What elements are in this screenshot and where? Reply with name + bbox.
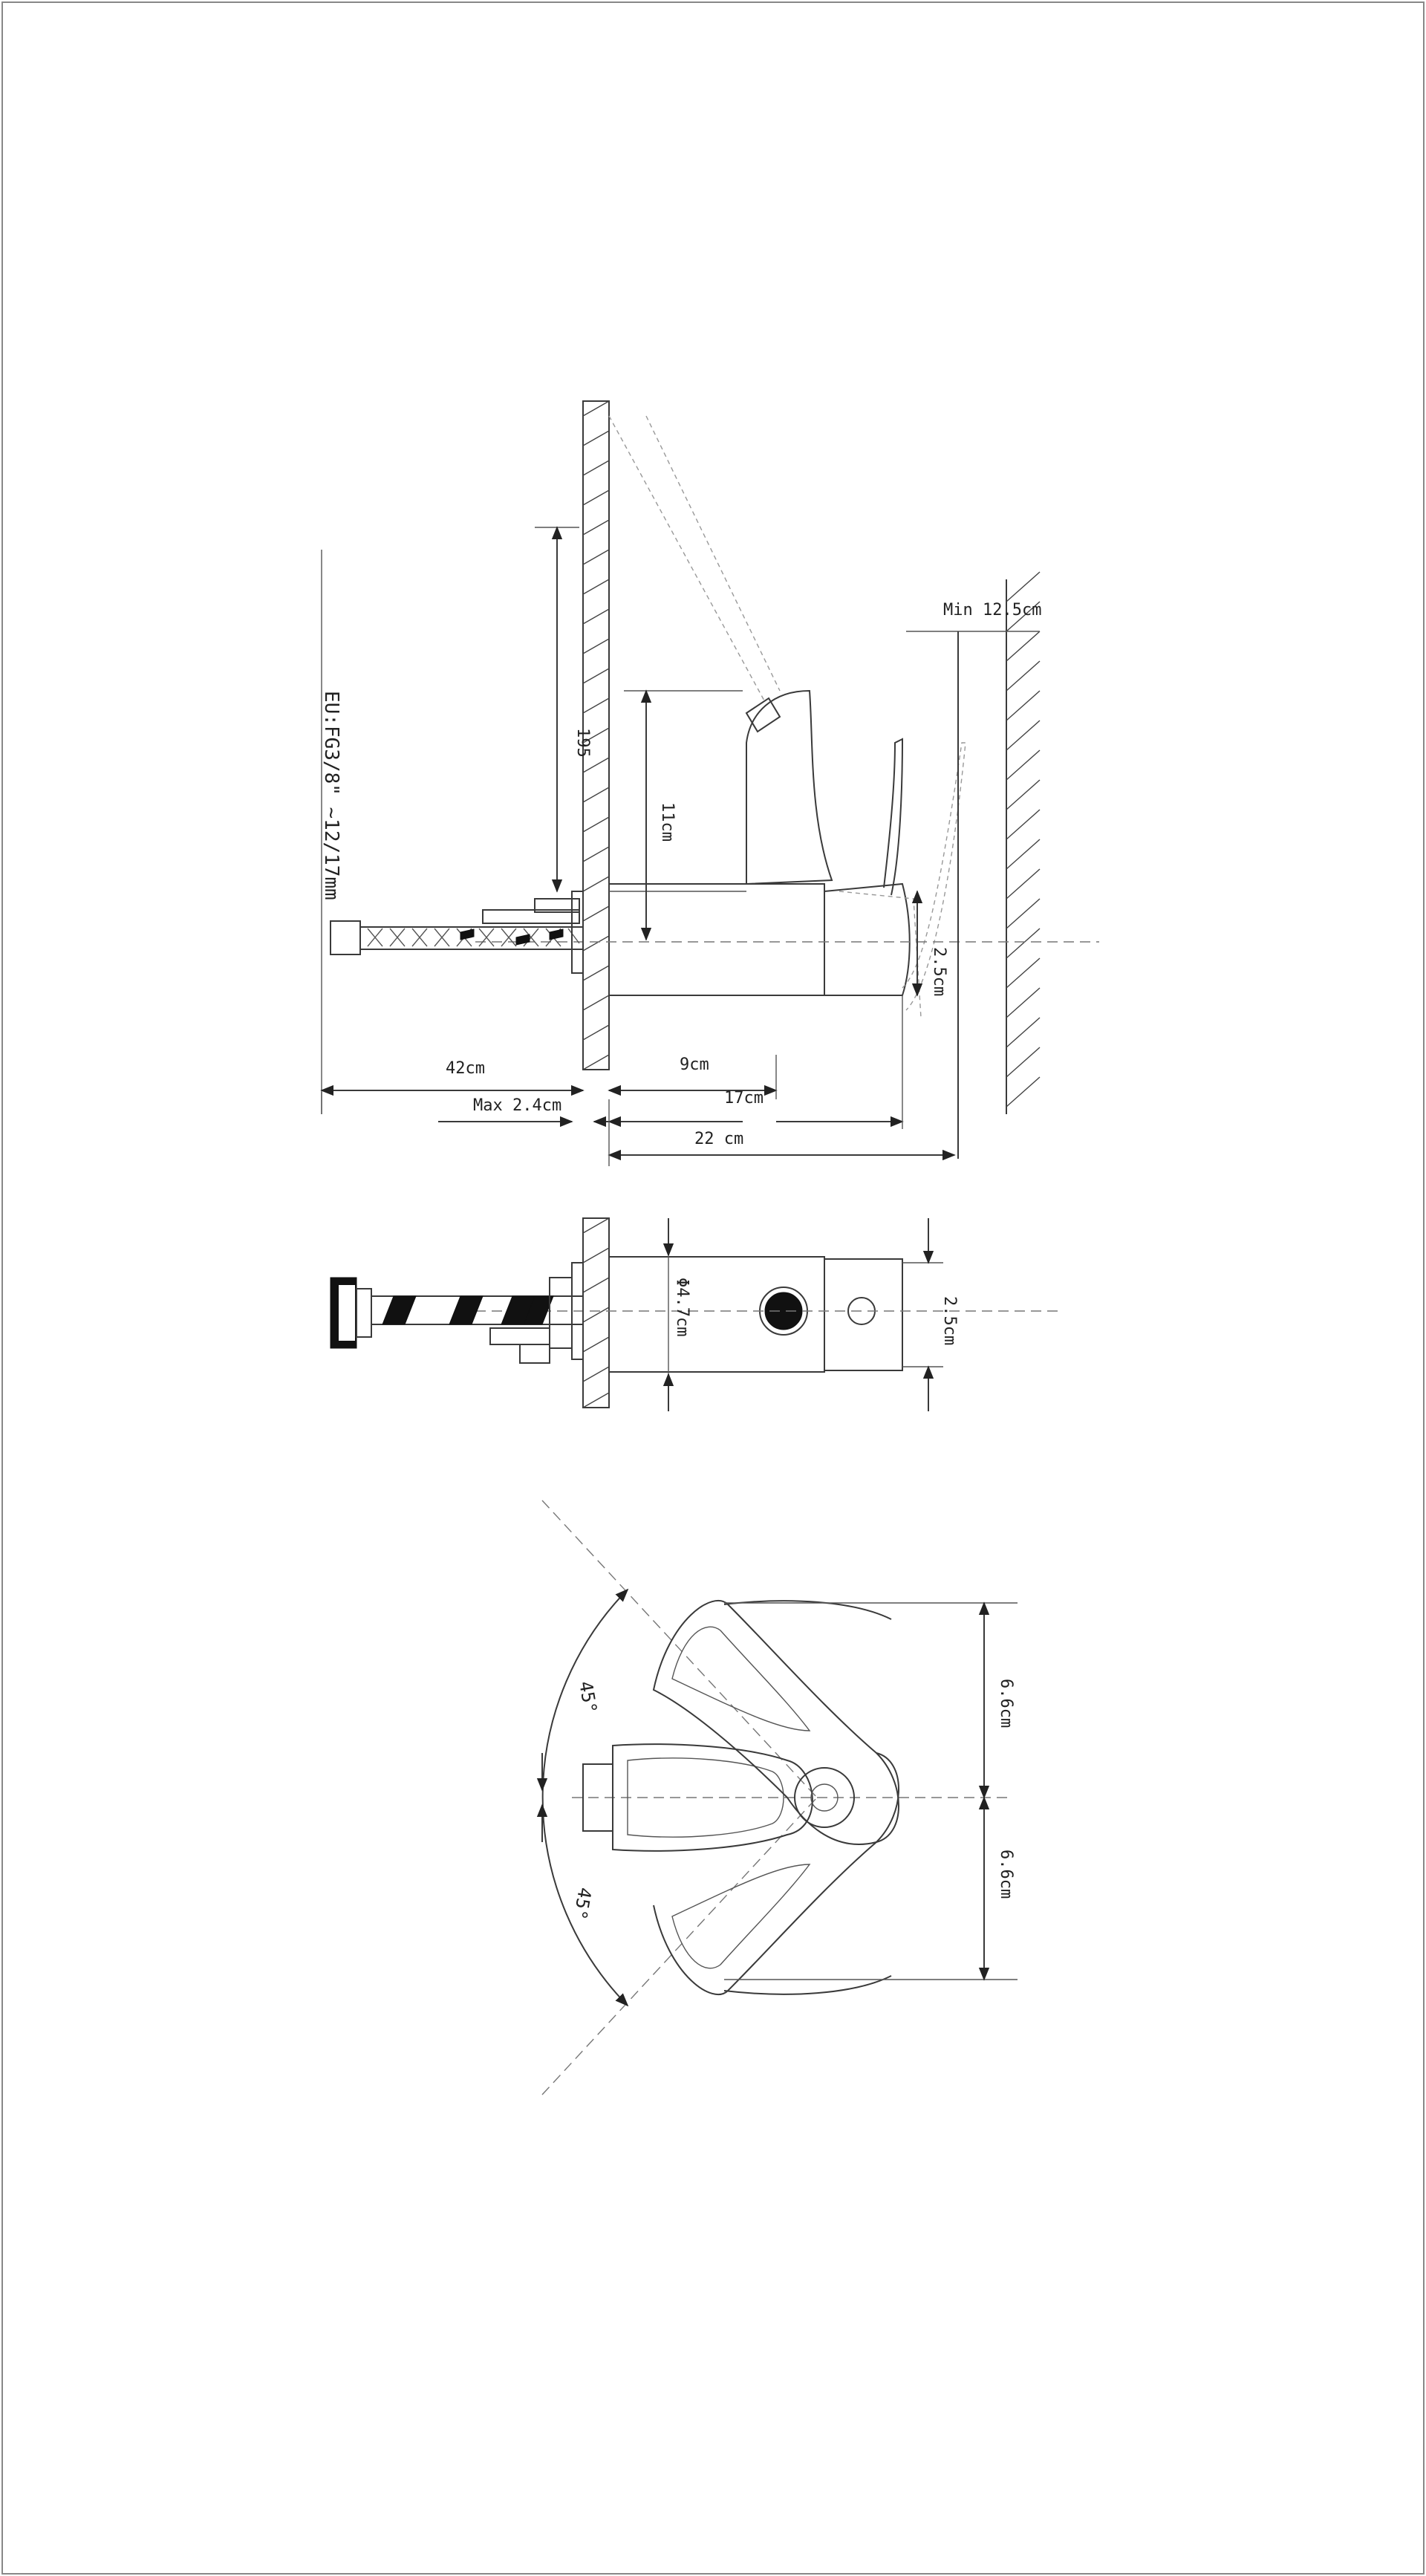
lever-swing-ghost bbox=[608, 415, 966, 1018]
side-view: EU:FG3/8" ~12/17mm 195 11cm 2.5cm Min 12… bbox=[320, 400, 1099, 1166]
dim-horizontals: 42cm Max 2.4cm 9cm 17cm 22 cm bbox=[320, 995, 956, 1166]
dim-spout-reach-text: 9cm bbox=[680, 1056, 709, 1074]
dim-total-depth-text: 22 cm bbox=[694, 1130, 743, 1148]
dim-lower-width-text: 6.6cm bbox=[997, 1850, 1015, 1899]
dim-top-widths: 6.6cm 6.6cm bbox=[724, 1601, 1018, 1981]
dim-diameter-text: Φ4.7cm bbox=[673, 1278, 691, 1336]
braided-hose-side bbox=[330, 891, 584, 974]
rear-wall bbox=[1006, 571, 1041, 1114]
dim-diameter: Φ4.7cm bbox=[662, 1218, 691, 1411]
front-view: Φ4.7cm 2.5cm bbox=[330, 1217, 1062, 1411]
dim-base-offset: 2.5cm bbox=[911, 890, 948, 997]
dim-handle-reach-text: 17cm bbox=[724, 1089, 764, 1108]
dim-height: 11cm bbox=[624, 689, 743, 941]
countertop-section bbox=[582, 400, 610, 1070]
faucet-top-outline bbox=[582, 1600, 899, 1995]
dim-front-offset: 2.5cm bbox=[902, 1218, 959, 1411]
faucet-body-side bbox=[608, 689, 911, 996]
dim-wall-clearance: Min 12.5cm bbox=[906, 601, 1041, 1159]
angle-upper-text: 45° bbox=[575, 1679, 601, 1715]
dim-front-offset-text: 2.5cm bbox=[940, 1296, 959, 1345]
dim-wall-clearance-text: Min 12.5cm bbox=[943, 601, 1041, 619]
dim-hose-length-text: 42cm bbox=[446, 1059, 485, 1078]
braided-hose-front bbox=[330, 1262, 584, 1364]
dim-lever-swing-text: 195 bbox=[573, 728, 592, 758]
dim-height-text: 11cm bbox=[658, 802, 677, 842]
countertop-front bbox=[582, 1217, 610, 1408]
dim-base-offset-text: 2.5cm bbox=[930, 947, 948, 996]
faucet-body-front bbox=[608, 1256, 903, 1373]
angle-lower-text: 45° bbox=[570, 1886, 596, 1922]
hose-spec-label: EU:FG3/8" ~12/17mm bbox=[320, 691, 342, 900]
dim-max-panel-text: Max 2.4cm bbox=[473, 1096, 561, 1115]
dim-lever-height: 195 bbox=[535, 526, 592, 893]
top-view: 45° 45° 6.6cm 6.6cm bbox=[536, 1500, 1018, 2095]
dim-upper-width-text: 6.6cm bbox=[997, 1679, 1015, 1728]
